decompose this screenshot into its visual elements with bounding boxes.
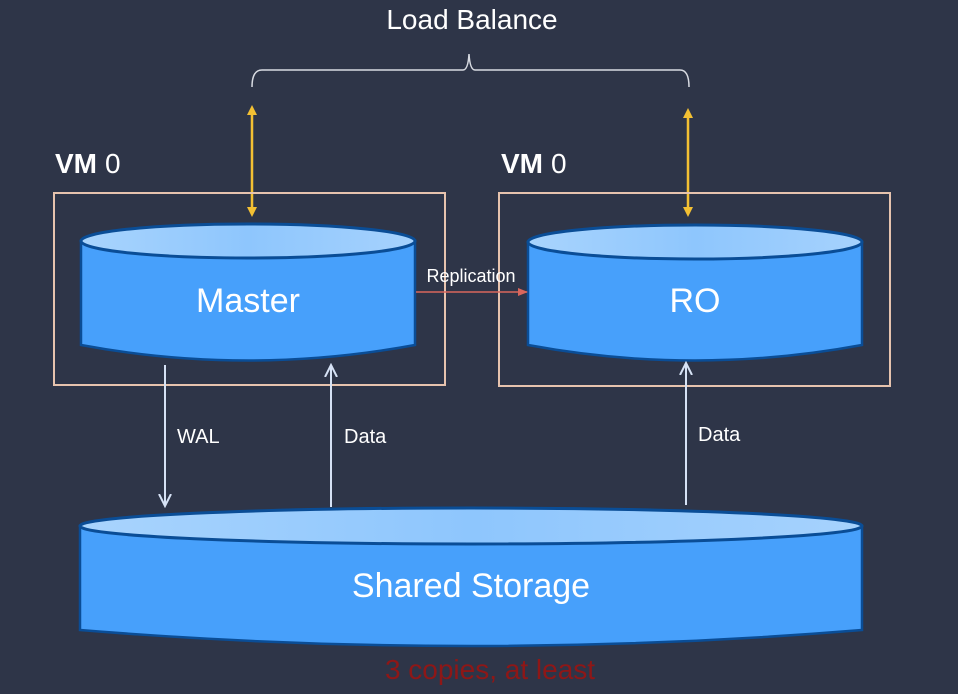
ro-label: RO: [670, 282, 721, 320]
master-label: Master: [196, 282, 300, 320]
shared-storage-label: Shared Storage: [352, 567, 590, 605]
copies-note: 3 copies, at least: [385, 654, 595, 685]
load-balance-brace: [251, 53, 690, 88]
vm-label-master: VM 0: [55, 148, 121, 179]
vm-label-number: 0: [551, 148, 567, 179]
vm-label-ro: VM 0: [501, 148, 567, 179]
master-database-cylinder[interactable]: Master: [79, 222, 417, 362]
ro-database-cylinder[interactable]: RO: [526, 223, 864, 362]
vm-label-bold: VM: [501, 148, 543, 179]
vm-label-number: 0: [105, 148, 121, 179]
load-balance-title: Load Balance: [386, 4, 557, 35]
vm-label-bold: VM: [55, 148, 97, 179]
ro-data-label: Data: [698, 424, 741, 446]
vm-box-master: [53, 192, 446, 386]
master-data-label: Data: [344, 426, 387, 448]
shared-storage-cylinder[interactable]: Shared Storage: [78, 506, 864, 648]
replication-label: Replication: [426, 266, 515, 286]
vm-box-ro: [498, 192, 891, 387]
wal-label: WAL: [177, 426, 220, 448]
